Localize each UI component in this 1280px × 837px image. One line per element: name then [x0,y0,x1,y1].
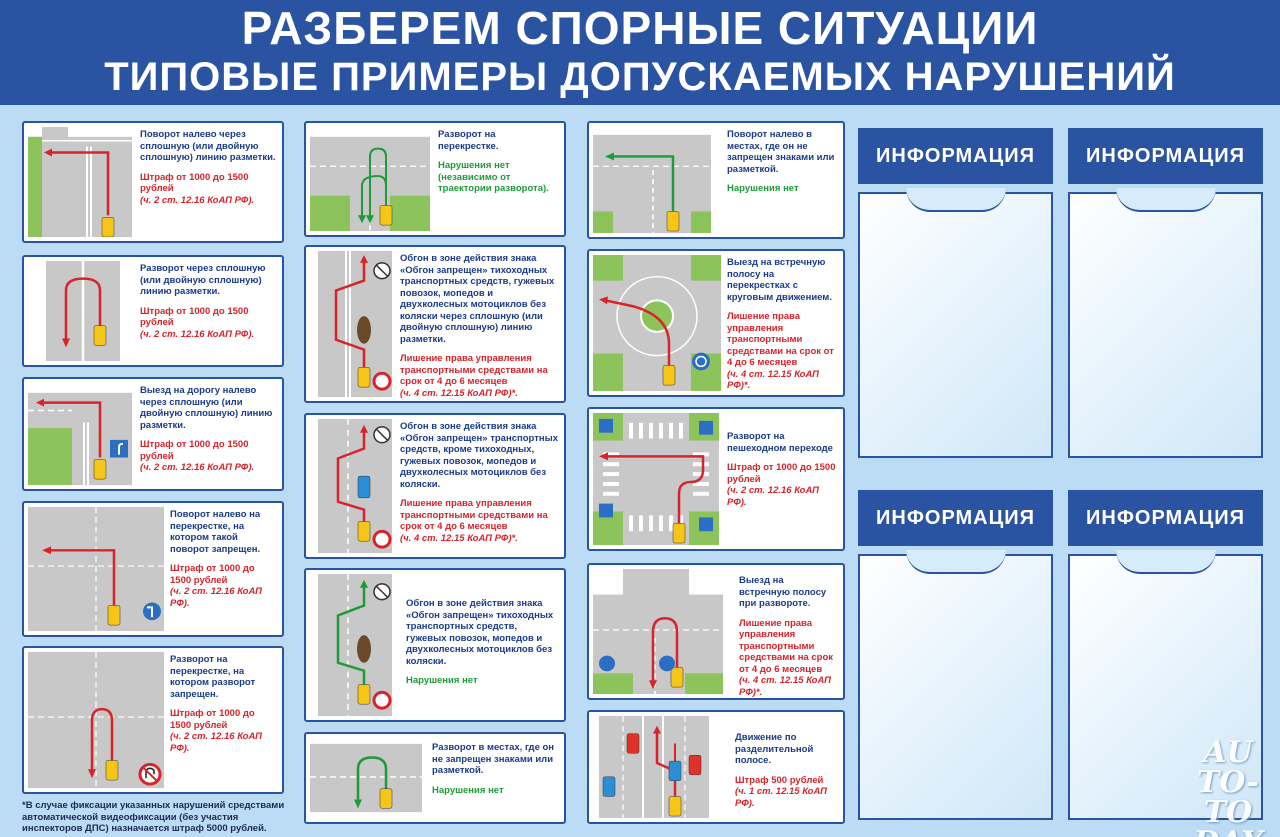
card-u-turn-oncoming: Выезд на встречную полосу при развороте.… [587,563,845,700]
info-panel-4: ИНФОРМАЦИЯ [1068,490,1263,820]
card-text: Поворот налево в местах, где он не запре… [727,129,835,194]
diagram-exit-left [28,383,132,485]
card-left-turn-allowed: Поворот налево в местах, где он не запре… [587,121,845,239]
diagram-roundabout [593,255,721,391]
card-overtaking-slow-solid: Обгон в зоне действия знака «Обгон запре… [304,245,566,403]
info-panel-1: ИНФОРМАЦИЯ [858,128,1053,458]
diagram-overtaking-prohibited [310,419,392,553]
card-text: Разворот в местах, где он не запрещен зн… [432,742,555,796]
card-roundabout-oncoming: Выезд на встречную полосу на перекрестка… [587,249,845,397]
info-panel-3: ИНФОРМАЦИЯ [858,490,1053,820]
card-text: Выезд на дорогу налево через сплошную (и… [140,385,273,473]
pocket-tab [1115,550,1216,574]
diagram-u-turn-crosswalk [593,413,719,545]
card-u-turn-solid-line: Разворот через сплошную (или двойную спл… [22,255,284,367]
info-pocket [858,192,1053,458]
diagram-median-driving [593,716,715,818]
watermark-logo: AU TO-TO DAY [1193,735,1262,837]
diagram-overtaking-slow [310,251,392,397]
card-overtaking-allowed: Обгон в зоне действия знака «Обгон запре… [304,568,566,722]
info-pocket [1068,192,1263,458]
diagram-u-turn [38,261,128,361]
diagram-left-turn [28,127,132,237]
pocket-tab [905,188,1006,212]
card-u-turn-allowed: Разворот в местах, где он не запрещен зн… [304,732,566,824]
card-text: Обгон в зоне действия знака «Обгон запре… [400,421,558,544]
header-banner: РАЗБЕРЕМ СПОРНЫЕ СИТУАЦИИ ТИПОВЫЕ ПРИМЕР… [0,0,1280,105]
diagram-left-turn-prohibited [28,507,164,631]
card-text: Поворот налево на перекрестке, на которо… [170,509,262,609]
card-text: Разворот через сплошную (или двойную спл… [140,263,266,340]
info-pocket [858,554,1053,820]
diagram-left-turn-allowed [593,127,711,233]
info-panel-label: ИНФОРМАЦИЯ [1068,128,1263,184]
card-text: Поворот налево через сплошную (или двойн… [140,129,276,206]
card-u-turn-crosswalk: Разворот на пешеходном переходе Штраф от… [587,407,845,551]
pocket-tab [905,550,1006,574]
card-left-turn-solid-line: Поворот налево через сплошную (или двойн… [22,121,284,243]
info-panel-label: ИНФОРМАЦИЯ [858,490,1053,546]
diagram-u-turn-allowed [310,738,422,818]
pocket-tab [1115,188,1216,212]
card-left-turn-prohibited: Поворот налево на перекрестке, на которо… [22,501,284,637]
card-exit-left-solid-line: Выезд на дорогу налево через сплошную (и… [22,377,284,491]
card-overtaking-prohibited: Обгон в зоне действия знака «Обгон запре… [304,413,566,559]
card-median-driving: Движение по разделительной полосе. Штраф… [587,710,845,824]
card-text: Разворот на перекрестке, на котором разв… [170,654,262,754]
card-text: Обгон в зоне действия знака «Обгон запре… [406,598,554,686]
card-text: Движение по разделительной полосе. Штраф… [735,732,827,809]
card-text: Выезд на встречную полосу на перекрестка… [727,257,834,391]
card-u-turn-intersection: Разворот на перекрестке. Нарушения нет (… [304,121,566,237]
info-panel-label: ИНФОРМАЦИЯ [1068,490,1263,546]
card-text: Обгон в зоне действия знака «Обгон запре… [400,253,555,399]
info-panel-2: ИНФОРМАЦИЯ [1068,128,1263,458]
info-pocket [1068,554,1263,820]
diagram-overtaking-allowed [310,574,392,716]
diagram-u-turn-prohibited [28,652,164,788]
card-u-turn-prohibited: Разворот на перекрестке, на котором разв… [22,646,284,794]
diagram-u-turn-oncoming [593,569,723,694]
info-panel-label: ИНФОРМАЦИЯ [858,128,1053,184]
card-text: Разворот на перекрестке. Нарушения нет (… [438,129,549,194]
footnote: *В случае фиксации указанных нарушений с… [22,800,285,834]
diagram-u-turn-intersection [310,127,430,231]
card-text: Выезд на встречную полосу при развороте.… [739,575,834,698]
page-title: РАЗБЕРЕМ СПОРНЫЕ СИТУАЦИИ [241,2,1039,54]
page-subtitle: ТИПОВЫЕ ПРИМЕРЫ ДОПУСКАЕМЫХ НАРУШЕНИЙ [104,55,1176,99]
card-text: Разворот на пешеходном переходе Штраф от… [727,431,836,508]
